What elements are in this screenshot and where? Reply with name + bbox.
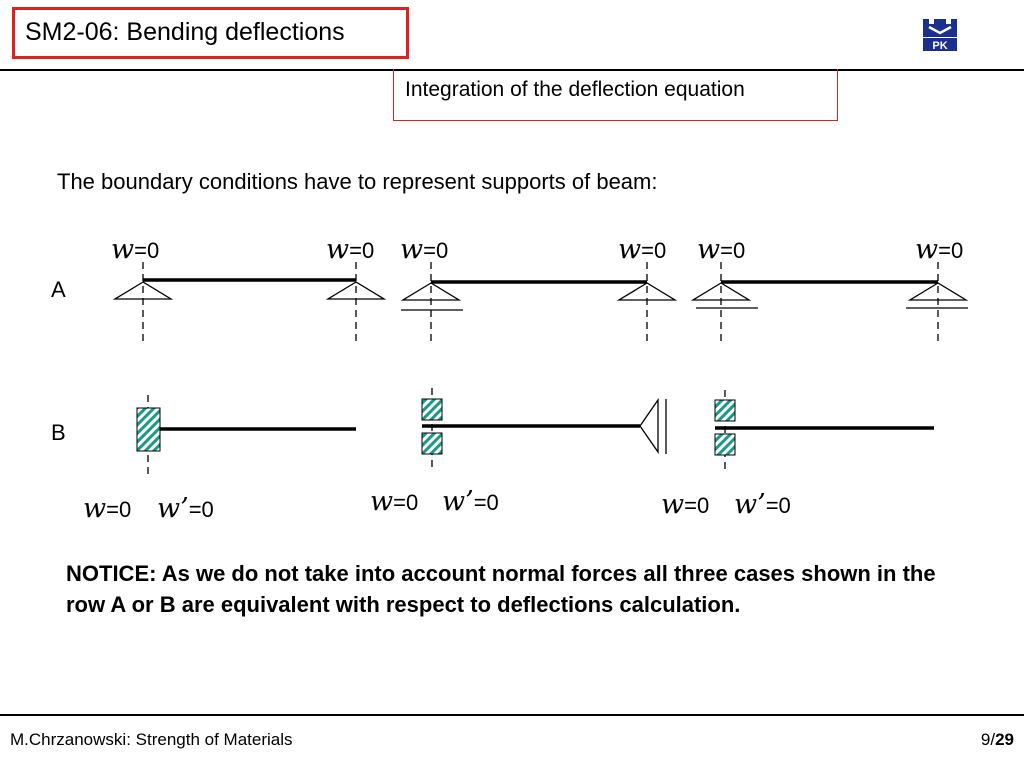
condition-label: w=0 [370,486,419,517]
condition-label: w’=0 [734,489,791,520]
condition-label: w=0 [618,234,667,265]
row-a-case-2 [400,262,678,343]
condition-label: w’=0 [157,493,214,524]
condition-label: w=0 [111,234,160,265]
logo-lettering: PK [932,40,947,52]
slide-title: SM2-06: Bending deflections [25,18,345,46]
page-total: 29 [995,730,1014,749]
row-b-case-2 [421,388,667,468]
roller-support [639,397,659,455]
sliding-clamp-upper [421,398,443,421]
page-number: 9/29 [981,730,1014,750]
condition-label: w=0 [400,234,449,265]
pin-support [325,281,387,300]
fixed-pin-support [690,282,752,301]
section-subtitle: Integration of the deflection equation [405,78,745,101]
sliding-clamp-upper [714,399,736,422]
title-box: SM2-06: Bending deflections [12,7,409,59]
condition-label: w=0 [697,234,746,265]
footer-author: M.Chrzanowski: Strength of Materials [10,730,293,749]
condition-label: w’=0 [442,486,499,517]
page-current: 9/ [980,730,996,749]
fixed-pin-support [400,282,462,301]
row-b-label: B [51,420,66,445]
pin-support [112,281,174,300]
row-a-case-1 [112,262,387,343]
notice-text: NOTICE: As we do not take into account n… [66,561,936,617]
condition-label: w=0 [326,234,375,265]
row-b-case-3 [714,390,934,470]
pin-support [616,282,678,301]
clamp-support [136,407,161,452]
condition-label: w=0 [83,493,132,524]
row-a-label: A [51,277,66,302]
condition-label: w=0 [661,489,710,520]
intro-text: The boundary conditions have to represen… [57,169,658,194]
header-divider [0,69,1024,71]
condition-label: w=0 [915,234,964,265]
sliding-clamp-lower [714,433,736,456]
sliding-clamp-lower [421,432,443,455]
row-b-case-1 [136,395,356,475]
row-a-case-3 [690,262,969,343]
footer-divider [0,714,1024,716]
subtitle-box: Integration of the deflection equation [393,69,838,121]
university-logo-icon: PK [921,15,959,53]
fixed-pin-support [907,282,969,301]
